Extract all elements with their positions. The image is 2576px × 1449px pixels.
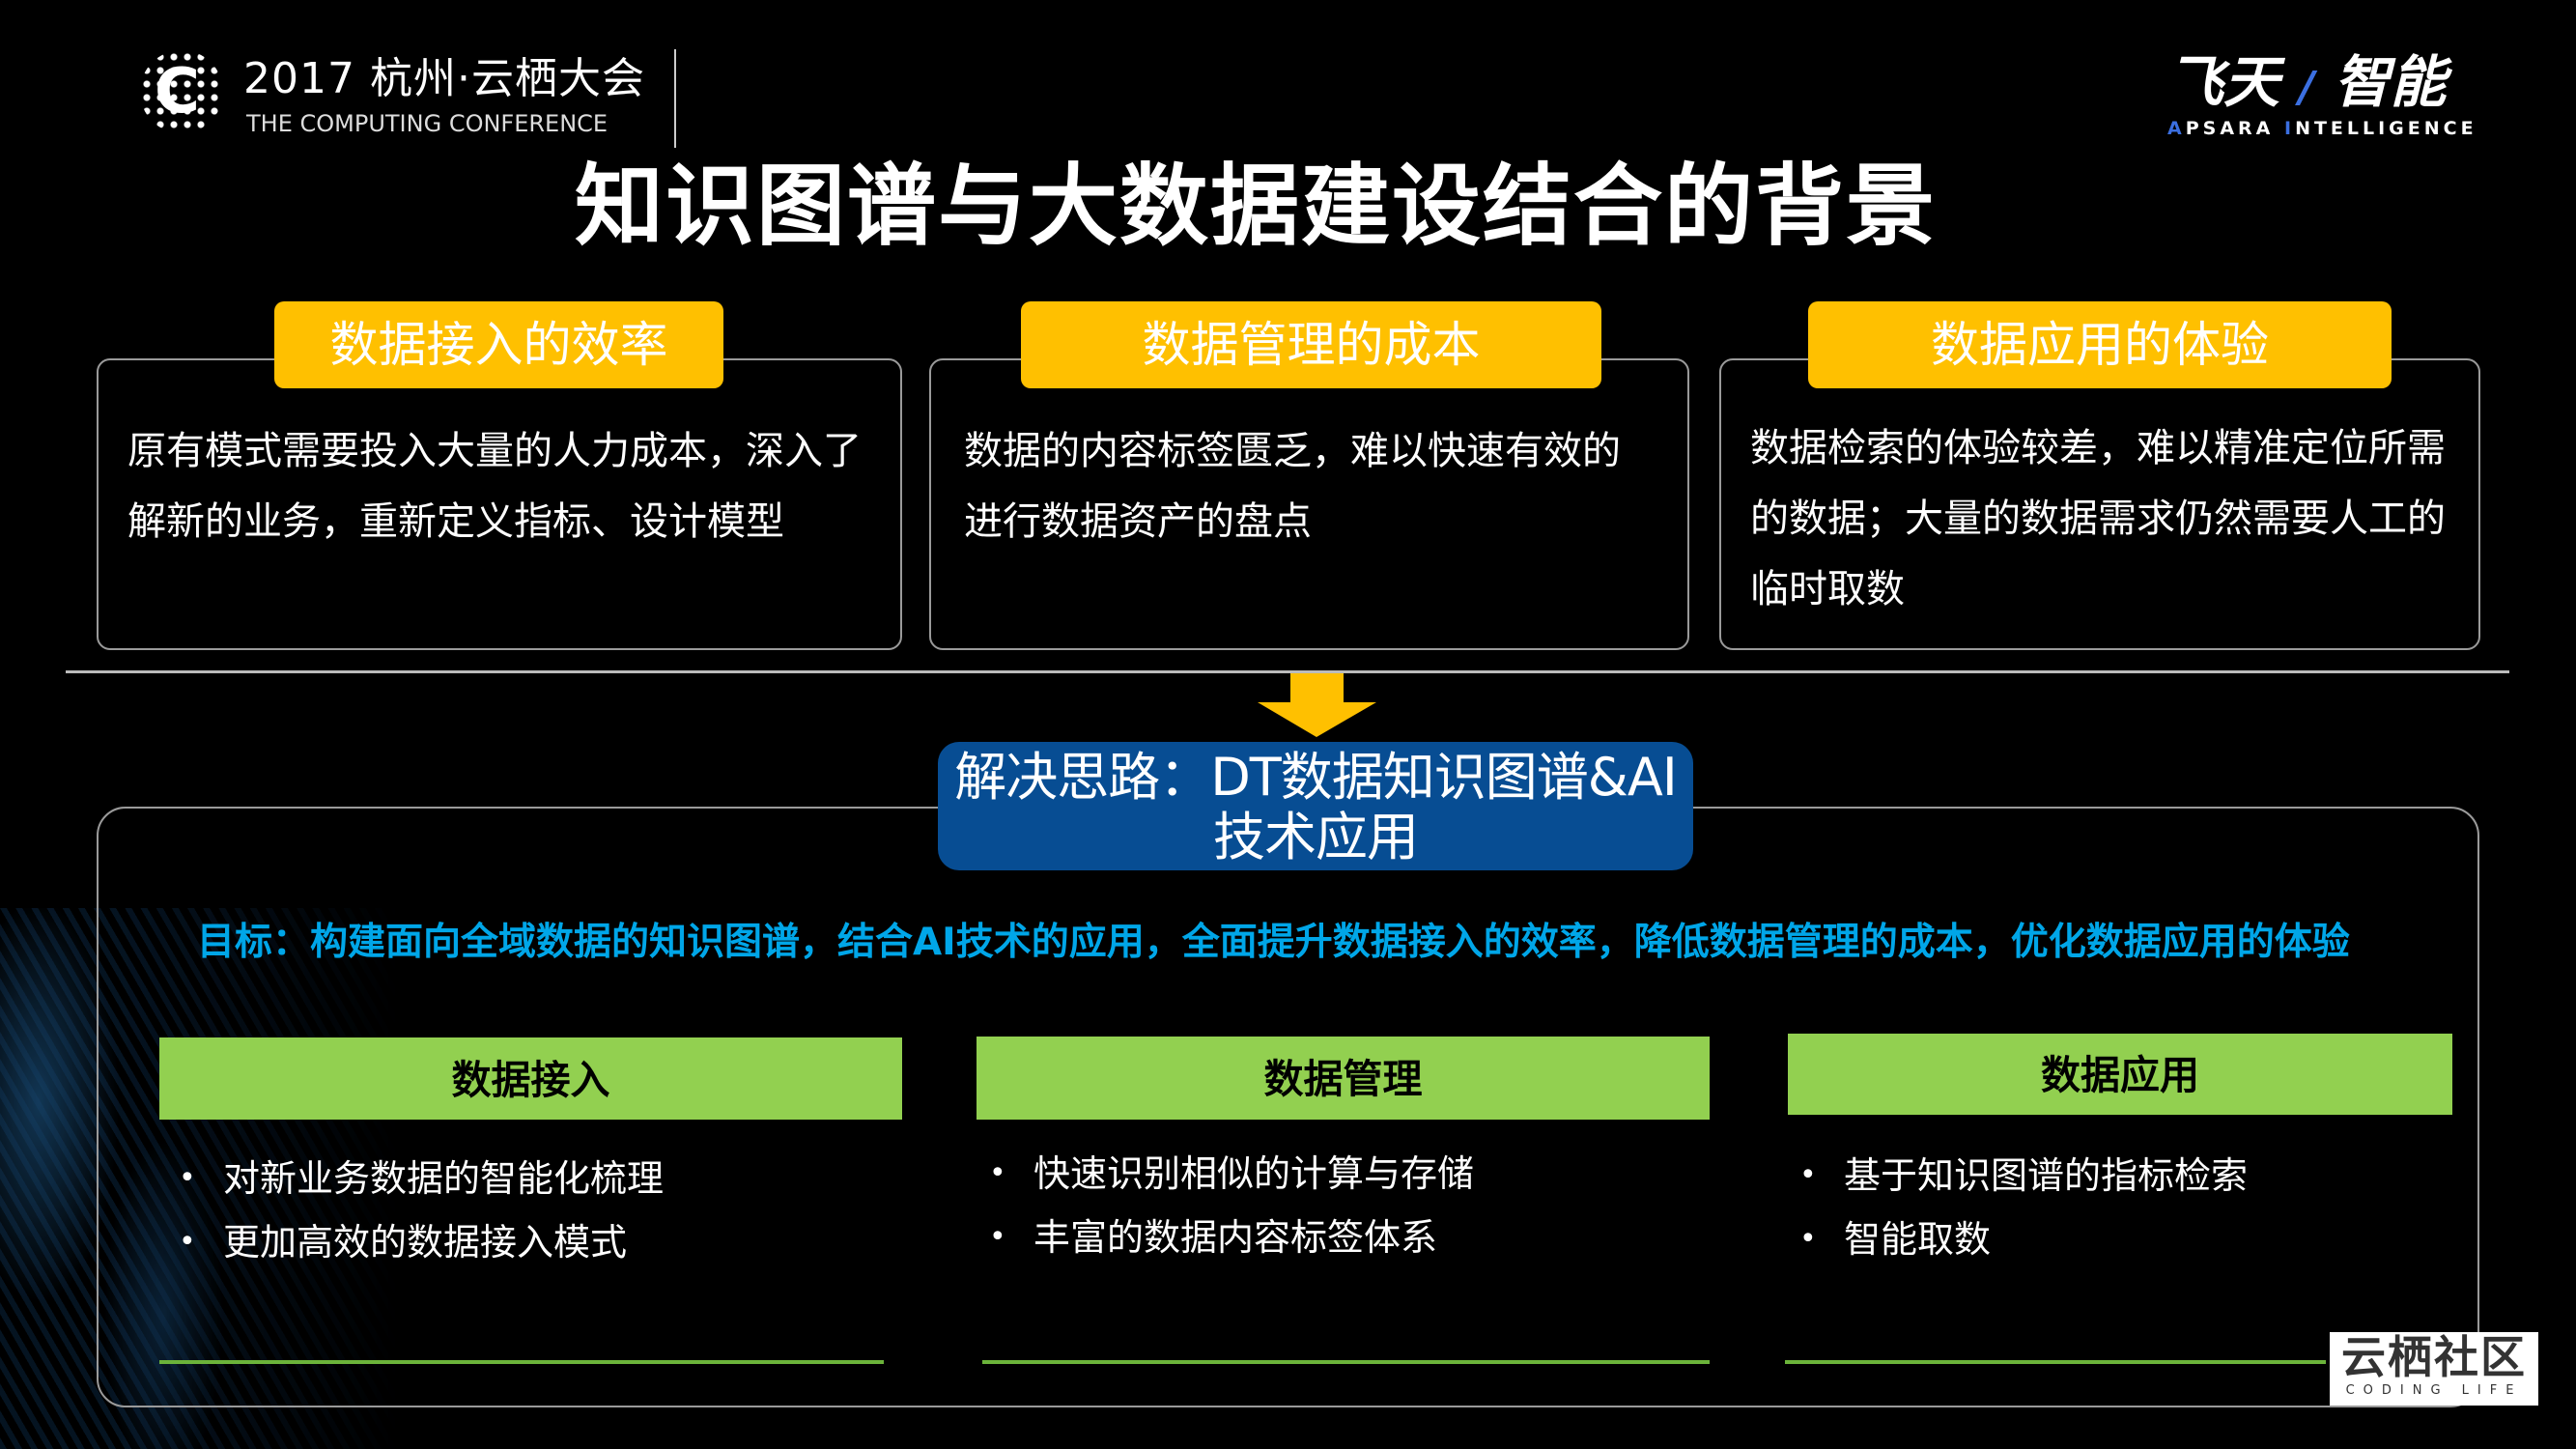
section-divider <box>66 670 2509 673</box>
apsara-cn-left: 飞天 <box>2167 49 2280 115</box>
problem-card-2: 数据的内容标签匮乏，难以快速有效的进行数据资产的盘点 <box>929 358 1689 650</box>
conference-subtitle: THE COMPUTING CONFERENCE <box>246 110 609 137</box>
list-item: 快速识别相似的计算与存储 <box>989 1142 1474 1206</box>
yunqi-community-logo: 云栖社区 CODING LIFE <box>2330 1332 2538 1406</box>
problem-text-1: 原有模式需要投入大量的人力成本，深入了解新的业务，重新定义指标、设计模型 <box>127 429 862 544</box>
problem-card-1: 原有模式需要投入大量的人力成本，深入了解新的业务，重新定义指标、设计模型 <box>97 358 902 650</box>
problem-text-2: 数据的内容标签匮乏，难以快速有效的进行数据资产的盘点 <box>964 429 1621 544</box>
list-item: 智能取数 <box>1799 1208 2248 1271</box>
yunqi-logo-cn: 云栖社区 <box>2341 1331 2527 1383</box>
yunqi-logo-en: CODING LIFE <box>2345 1383 2523 1398</box>
column-underline-1 <box>159 1360 884 1364</box>
column-underline-2 <box>982 1360 1710 1364</box>
list-item: 对新业务数据的智能化梳理 <box>179 1147 664 1210</box>
slash-icon: / <box>2299 63 2315 112</box>
header-divider <box>674 49 676 148</box>
solution-line-2: 技术应用 <box>1213 807 1419 867</box>
down-arrow-icon <box>1258 673 1376 737</box>
column-list-3: 基于知识图谱的指标检索 智能取数 <box>1799 1144 2248 1271</box>
page-title: 知识图谱与大数据建设结合的背景 <box>574 155 1937 258</box>
list-item: 更加高效的数据接入模式 <box>179 1210 664 1274</box>
apsara-logo: 飞天 / 智能 <box>2167 52 2447 118</box>
apsara-en-i-rest: NTELLIGENCE <box>2295 118 2477 139</box>
solution-banner: 解决思路：DT数据知识图谱&AI 技术应用 <box>938 742 1693 870</box>
column-underline-3 <box>1785 1360 2326 1364</box>
apsara-en: APSARA INTELLIGENCE <box>2167 118 2477 139</box>
column-list-2: 快速识别相似的计算与存储 丰富的数据内容标签体系 <box>989 1142 1474 1269</box>
conference-logo-c-icon: C <box>155 56 200 128</box>
column-header-2: 数据管理 <box>977 1037 1710 1120</box>
problem-card-3: 数据检索的体验较差，难以精准定位所需的数据；大量的数据需求仍然需要人工的临时取数 <box>1719 358 2480 650</box>
problem-tab-1: 数据接入的效率 <box>274 301 723 388</box>
apsara-en-a-rest: PSARA <box>2185 118 2284 139</box>
apsara-en-a: A <box>2167 118 2186 139</box>
column-header-1: 数据接入 <box>159 1037 902 1120</box>
list-item: 丰富的数据内容标签体系 <box>989 1206 1474 1269</box>
apsara-cn-right: 智能 <box>2334 49 2447 115</box>
problem-text-3: 数据检索的体验较差，难以精准定位所需的数据；大量的数据需求仍然需要人工的临时取数 <box>1750 426 2446 611</box>
conference-title: 2017 杭州·云栖大会 <box>243 54 645 103</box>
goal-text: 目标：构建面向全域数据的知识图谱，结合AI技术的应用，全面提升数据接入的效率，降… <box>197 921 2350 964</box>
solution-line-1: 解决思路：DT数据知识图谱&AI <box>954 747 1678 808</box>
column-list-1: 对新业务数据的智能化梳理 更加高效的数据接入模式 <box>179 1147 664 1274</box>
conference-logo-icon <box>140 50 223 133</box>
apsara-en-i: I <box>2283 118 2296 139</box>
list-item: 基于知识图谱的指标检索 <box>1799 1144 2248 1208</box>
problem-tab-3: 数据应用的体验 <box>1808 301 2392 388</box>
problem-tab-2: 数据管理的成本 <box>1021 301 1601 388</box>
column-header-3: 数据应用 <box>1788 1034 2452 1115</box>
